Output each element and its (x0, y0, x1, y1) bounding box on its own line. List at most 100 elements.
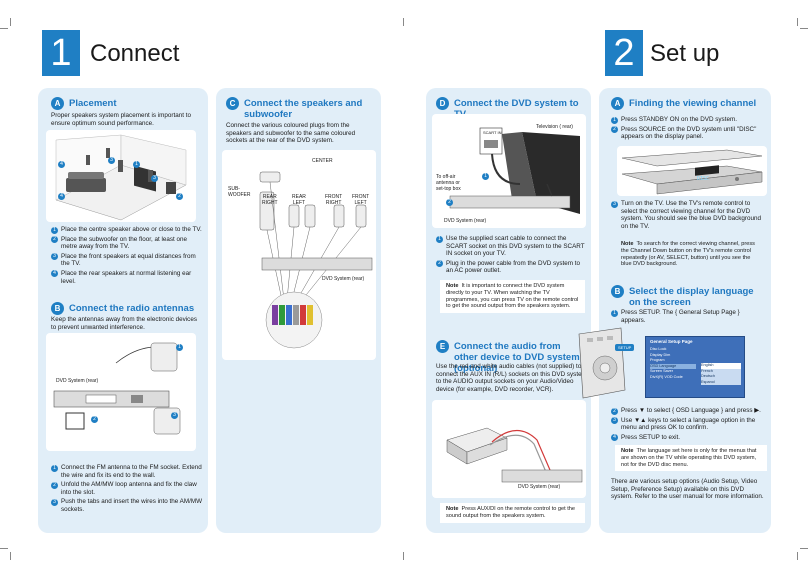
note-label: Note (621, 448, 634, 454)
callout-badge: 4 (58, 192, 65, 200)
step-text: Place the centre speaker above or close … (61, 226, 202, 233)
menu-item[interactable]: Display Dim (650, 352, 671, 357)
callout-badge: 2 (176, 192, 183, 200)
crop-mark (800, 28, 808, 29)
dvd-system-illustration: DISC (617, 146, 767, 196)
setup-key-callout[interactable]: SETUP (615, 344, 635, 351)
scart-label: SCART IN (483, 130, 502, 135)
step-text: Press SOURCE on the DVD system until "DI… (621, 125, 757, 141)
step-badge: 1 (436, 235, 443, 243)
callout-badge: 4 (58, 160, 65, 168)
step-text: Plug in the power cable from the DVD sys… (446, 259, 581, 275)
menu-item[interactable]: Disc Lock (650, 347, 667, 351)
crop-mark (0, 548, 8, 549)
section-intro: Keep the antennas away from the electron… (51, 316, 197, 331)
menu-item[interactable]: OSD Language (650, 363, 696, 369)
label-front-right: FRONT RIGHT (325, 194, 343, 206)
callout-badge: 3 (151, 174, 158, 182)
step-text: Press SETUP. The { General Setup Page } … (621, 309, 740, 324)
step-badge: 2 (611, 126, 618, 134)
step-badge: 4 (611, 434, 618, 442)
menu-item[interactable]: DivX(R) VOD Code (650, 374, 683, 379)
menu-item[interactable]: Program (650, 358, 665, 362)
step-text: Push the tabs and insert the wires into … (61, 498, 203, 513)
step-text: Unfold the AM/MW loop antenna and fix th… (61, 481, 197, 496)
section-intro: Connect the various coloured plugs from … (226, 122, 356, 145)
crop-mark (10, 18, 11, 26)
step-text: Place the rear speakers at normal listen… (61, 269, 192, 285)
note-box: Note Press AUX/DI on the remote control … (440, 503, 585, 523)
menu-option[interactable]: English (701, 363, 741, 369)
remote-control-illustration: SETUP (575, 327, 635, 399)
note-text: Press AUX/DI on the remote control to ge… (446, 506, 576, 519)
section-title: Placement (69, 98, 117, 109)
step-badge: 3 (51, 253, 58, 261)
step-badge: 2 (51, 236, 58, 244)
callout-badge: 1 (482, 172, 489, 180)
audio-illustration: DVD System (rear) (432, 400, 586, 498)
crop-mark (10, 552, 11, 560)
speakers-drawing (259, 171, 373, 349)
menu-items: Disc Lock Display Dim Program OSD Langua… (650, 347, 696, 380)
dvd-system-drawing (621, 149, 763, 195)
menu-option[interactable]: French (701, 368, 713, 373)
step-text: Use the supplied scart cable to connect … (446, 235, 585, 258)
step-badge: 3 (611, 417, 618, 425)
note-text: It is important to connect the DVD syste… (446, 283, 579, 310)
step-title: Connect (90, 40, 180, 67)
step-badge: 1 (611, 309, 618, 317)
section-title: Connect the audio from other device to D… (454, 341, 580, 374)
step-text: Place the front speakers at equal distan… (61, 252, 196, 268)
note-box: Note The language set here is only for t… (615, 445, 767, 472)
note-label: Note (446, 283, 459, 289)
menu-item[interactable]: Screen Saver (650, 369, 674, 373)
label-subwoofer: SUB- WOOFER (228, 186, 251, 198)
note-box: Note To search for the correct viewing c… (615, 238, 767, 271)
setup-menu-screen: General Setup Page Disc Lock Display Dim… (645, 336, 745, 398)
callout-badge: 3 (108, 156, 115, 164)
section-heading: B Select the display language on the scr… (611, 285, 766, 308)
menu-option[interactable]: Deutsch (701, 374, 715, 378)
antenna-illustration: DVD System (rear) 1 2 3 (46, 333, 196, 451)
section-letter: C (226, 97, 239, 110)
display-readout: DISC (697, 176, 710, 182)
note-label: Note (446, 506, 459, 512)
menu-option[interactable]: Espanol (701, 379, 715, 384)
setup-outro: There are various setup options (Audio S… (611, 478, 764, 501)
room-illustration: 4 3 1 2 4 3 (46, 130, 196, 222)
section-letter: E (436, 340, 449, 353)
section-heading: E Connect the audio from other device to… (436, 340, 586, 374)
device-label: DVD System (rear) (444, 218, 487, 224)
step-text: Press SETUP to exit. (621, 433, 681, 441)
label-front-left: FRONT LEFT (352, 194, 370, 206)
label-rear-right: REAR RIGHT (262, 194, 278, 206)
callout-badge: 3 (171, 411, 178, 419)
device-label: DVD System (rear) (322, 276, 365, 282)
crop-mark (797, 18, 798, 26)
step-badge: 3 (51, 498, 58, 506)
note-label: Note (621, 241, 634, 247)
step-number-badge: 1 (42, 30, 80, 76)
step-text: Use ▼▲ keys to select a language option … (621, 416, 756, 432)
room-drawing (55, 134, 187, 221)
section-intro: Use the red and white audio cables (not … (436, 363, 587, 393)
antenna-drawing (53, 342, 181, 435)
section-title: Connect the radio antennas (69, 303, 195, 314)
